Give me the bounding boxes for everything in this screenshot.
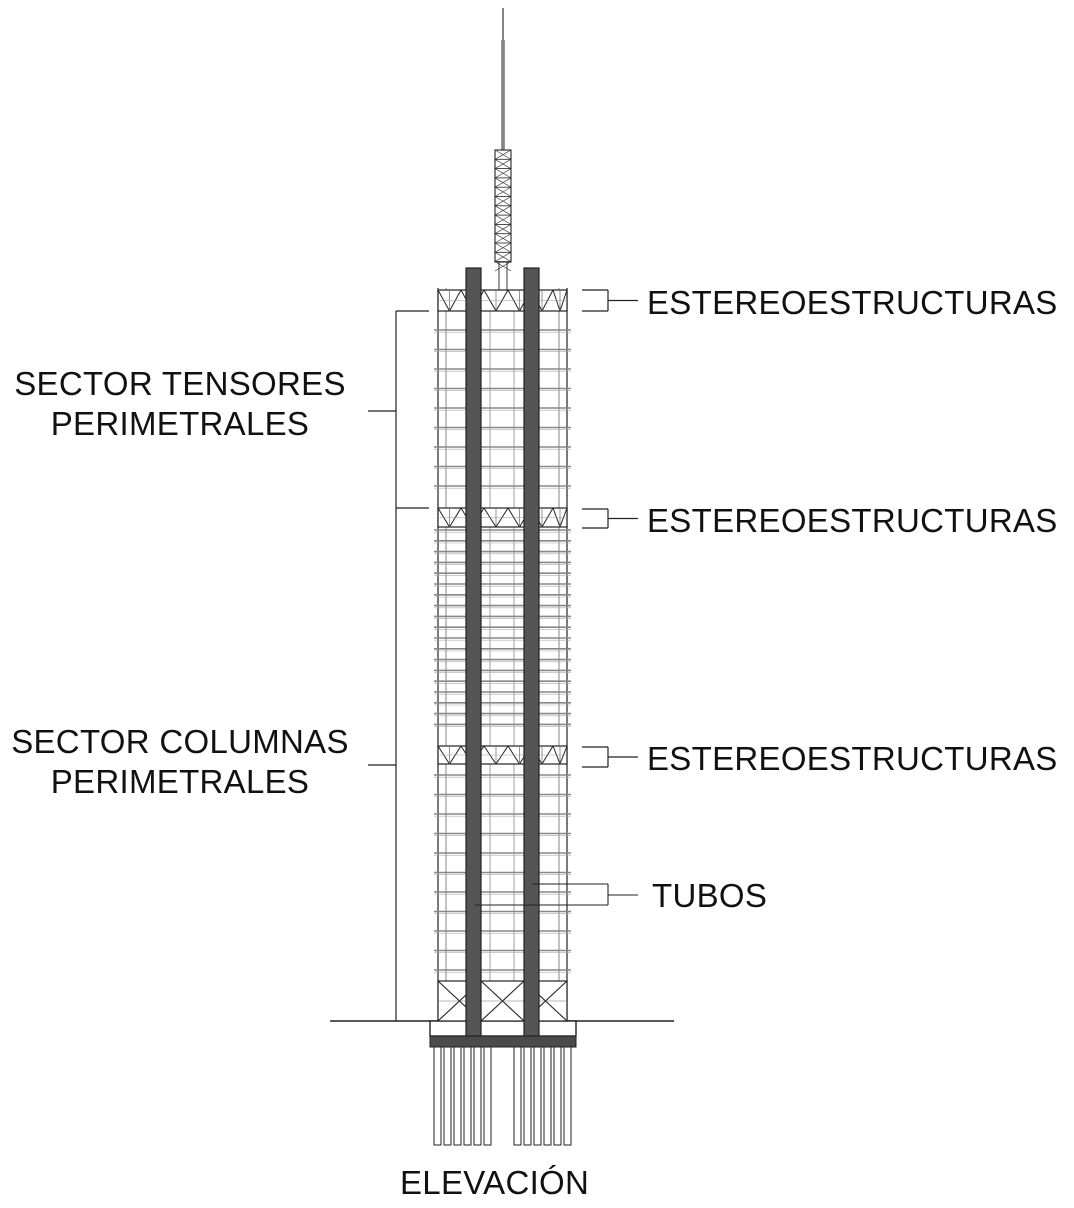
label-sector-columnas-line2: PERIMETRALES	[50, 763, 310, 800]
spire-lattice-brace	[494, 186, 512, 197]
foundation-pile	[443, 1046, 452, 1146]
label-leaders	[368, 289, 638, 1021]
spire-lattice-brace	[494, 168, 512, 179]
tube-left	[465, 267, 482, 1037]
label-sector-columnas-line1: SECTOR COLUMNAS	[11, 723, 349, 760]
tube-right	[523, 267, 540, 1037]
spire-lattice-brace	[494, 177, 512, 188]
spire-lattice-brace	[494, 149, 512, 160]
foundation-pile	[473, 1046, 482, 1146]
spire-lattice-brace	[494, 261, 512, 272]
spire-lattice-brace	[494, 158, 512, 169]
foundation-pile	[483, 1046, 492, 1146]
foundation-pile	[453, 1046, 462, 1146]
foundation-cap-beam	[429, 1035, 577, 1048]
space-frame-trusses	[437, 289, 568, 765]
caption-elevacion: ELEVACIÓN	[400, 1164, 590, 1201]
label-estereoestructuras-middle: ESTEREOESTRUCTURAS	[647, 502, 1058, 539]
spire-lattice-brace	[494, 251, 512, 262]
spire-lattice-brace	[494, 242, 512, 253]
label-sector-tensores-line1: SECTOR TENSORES	[14, 365, 346, 402]
spire-lattice-brace	[494, 233, 512, 244]
floor-slabs	[434, 329, 571, 973]
foundation-pile	[523, 1046, 532, 1146]
spire-lattice-brace	[494, 205, 512, 216]
foundation-slab	[429, 1020, 577, 1048]
foundation-piles	[433, 1046, 572, 1146]
spire-lattice-brace	[494, 196, 512, 207]
foundation-pile	[433, 1046, 442, 1146]
foundation-slab-outline	[429, 1020, 577, 1037]
foundation-pile	[553, 1046, 562, 1146]
foundation-pile	[513, 1046, 522, 1146]
foundation-pile	[533, 1046, 542, 1146]
foundation-pile	[543, 1046, 552, 1146]
antenna-spire	[494, 8, 512, 290]
label-estereoestructuras-lower: ESTEREOESTRUCTURAS	[647, 740, 1058, 777]
foundation-pile	[463, 1046, 472, 1146]
label-sector-tensores-line2: PERIMETRALES	[50, 405, 310, 442]
label-tubos: TUBOS	[652, 877, 768, 914]
foundation-pile	[563, 1046, 572, 1146]
spire-lattice-brace	[494, 214, 512, 225]
label-estereoestructuras-top: ESTEREOESTRUCTURAS	[647, 284, 1058, 321]
structural-tubes	[465, 267, 540, 1037]
base-bracing	[437, 980, 568, 1022]
spire-lattice-brace	[494, 224, 512, 235]
